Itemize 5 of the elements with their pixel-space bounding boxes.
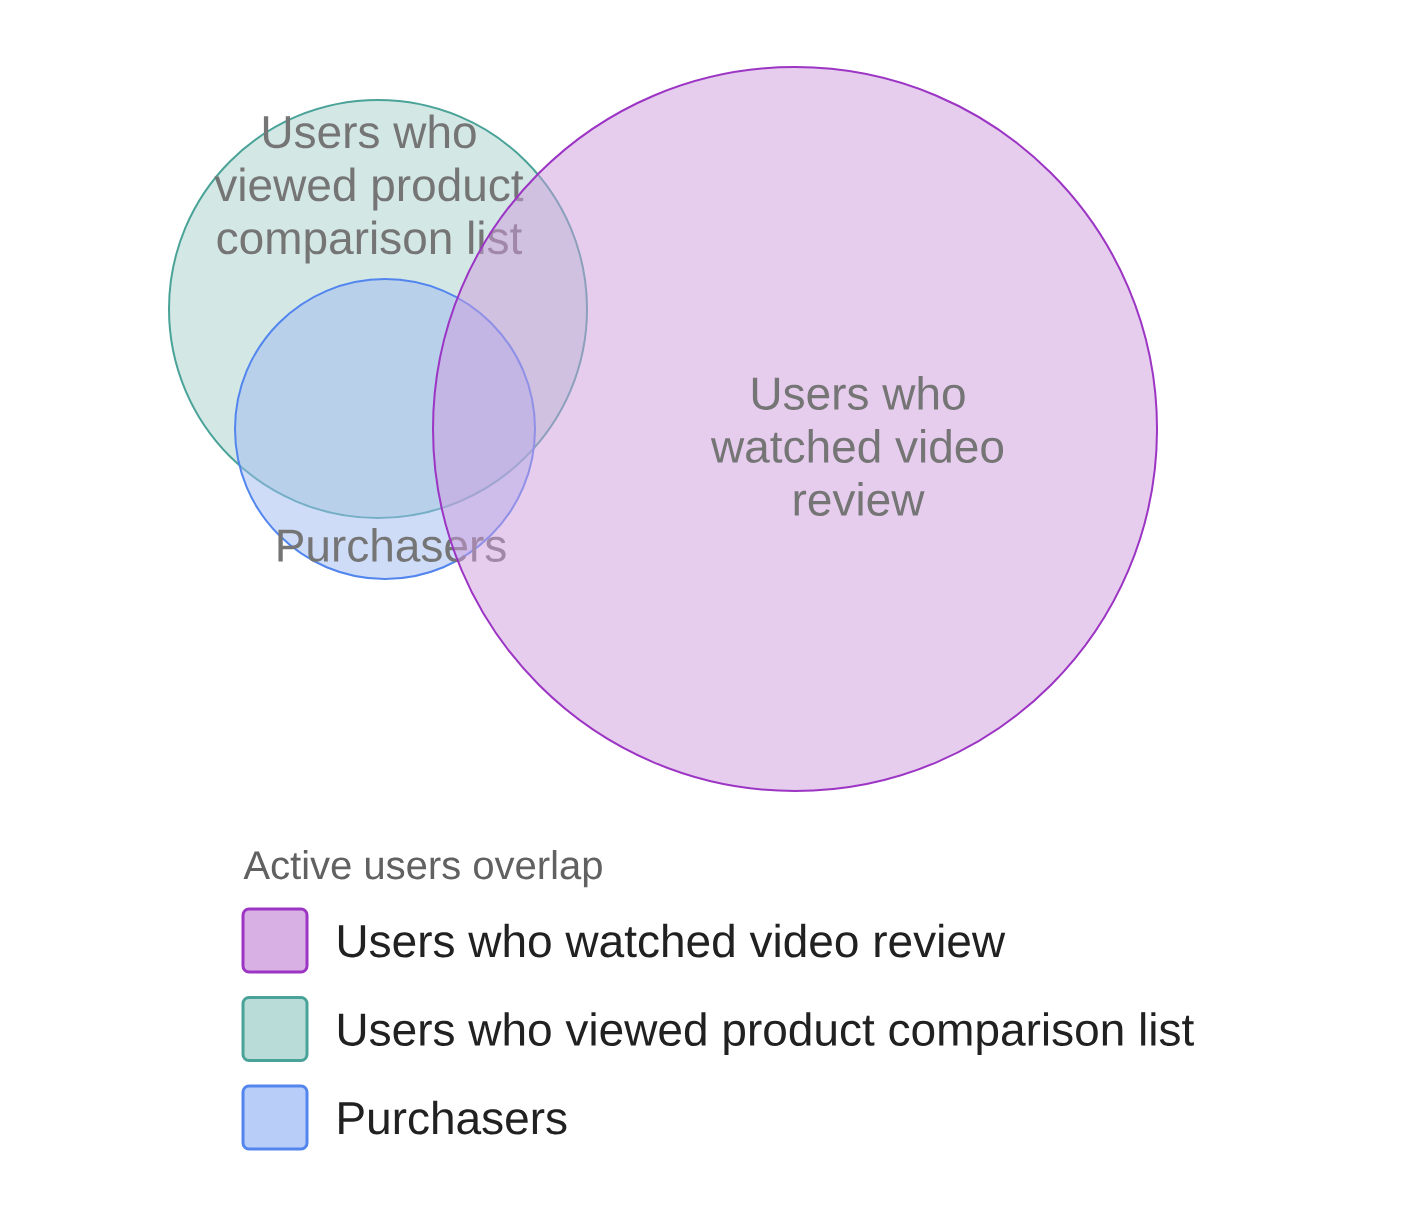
legend-label: Users who watched video review [338, 923, 1006, 958]
legend-label: Users who viewed product comparison list [338, 1012, 1194, 1056]
legend-title: Active users overlap [243, 850, 602, 888]
set-label: Users who watched video review [710, 376, 1004, 516]
legend-label: Purchasers [339, 1100, 567, 1135]
